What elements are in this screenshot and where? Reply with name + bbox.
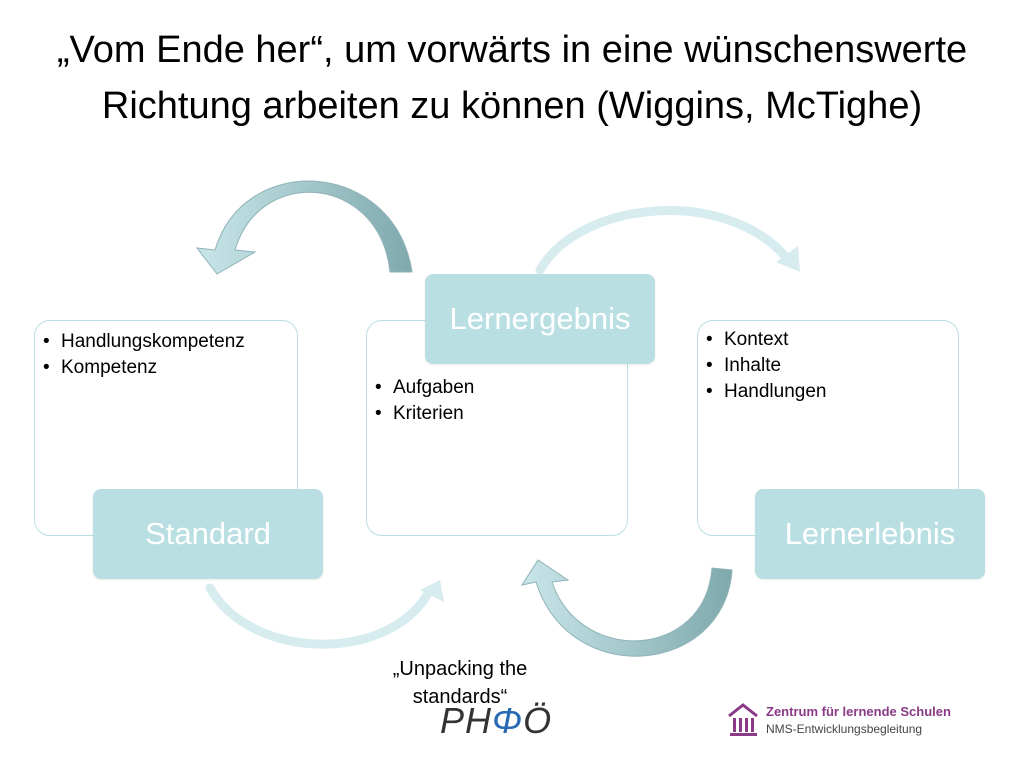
list-item: Handlungskompetenz xyxy=(43,329,245,355)
lernerlebnis-list: Kontext Inhalte Handlungen xyxy=(706,327,826,405)
unpacking-note: „Unpacking the standards“ xyxy=(392,658,528,708)
zls-logo: Zentrum für lernende Schulen NMS-Entwick… xyxy=(726,700,966,742)
pho-logo-suffix: Ö xyxy=(523,700,553,741)
school-building-icon xyxy=(728,703,758,736)
pho-logo: PHΦÖ xyxy=(440,700,552,742)
slide-title: „Vom Ende her“, um vorwärts in eine wüns… xyxy=(56,29,968,127)
list-item: Handlungen xyxy=(706,379,826,405)
lernergebnis-list: Aufgaben Kriterien xyxy=(375,375,474,427)
curved-arrow-bottom-right xyxy=(520,559,733,657)
list-item: Kontext xyxy=(706,327,826,353)
list-item: Inhalte xyxy=(706,353,826,379)
lernergebnis-label: Lernergebnis xyxy=(425,274,655,364)
phi-icon: Φ xyxy=(492,700,524,741)
arc-arrow-top-right xyxy=(535,206,795,275)
list-item: Kompetenz xyxy=(43,355,245,381)
arc-arrow-bottom-left xyxy=(205,583,435,649)
curved-arrow-top-left xyxy=(195,180,413,275)
list-item: Kriterien xyxy=(375,401,474,427)
arc-arrowhead-top-right xyxy=(776,246,800,272)
arc-arrowhead-bottom-left xyxy=(420,580,444,602)
zls-name: Zentrum für lernende Schulen xyxy=(766,704,951,719)
standard-label: Standard xyxy=(93,489,323,579)
pho-logo-prefix: PH xyxy=(440,700,493,741)
zls-subtitle: NMS-Entwicklungsbegleitung xyxy=(766,722,923,736)
standard-list: Handlungskompetenz Kompetenz xyxy=(43,329,245,381)
lernerlebnis-label: Lernerlebnis xyxy=(755,489,985,579)
list-item: Aufgaben xyxy=(375,375,474,401)
